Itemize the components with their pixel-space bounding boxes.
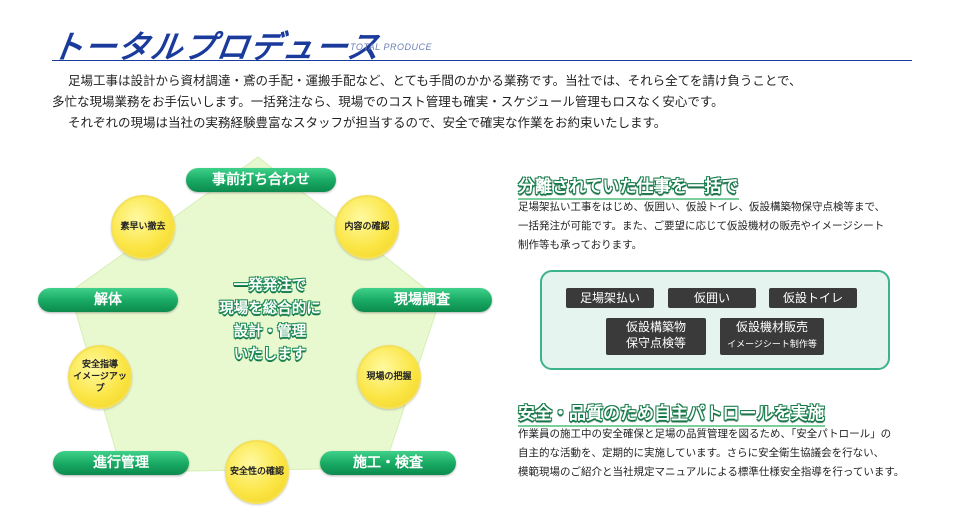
page-subtitle: TOTAL PRODUCE <box>350 42 433 52</box>
section1-heading: 分離されていた仕事を一括で <box>518 172 739 200</box>
circle-content-check: 内容の確認 <box>335 195 399 259</box>
circle-safety-check: 安全性の確認 <box>225 440 289 504</box>
circle-quick-removal: 素早い撤去 <box>111 195 175 259</box>
circle-safety-guidance: 安全指導イメージアップ <box>68 345 132 409</box>
tag-scaffold: 足場架払い <box>566 288 654 308</box>
tag-equipment-sales: 仮設機材販売イメージシート制作等 <box>720 318 824 355</box>
intro-line: 多忙な現場業務をお手伝いします。一括発注なら、現場でのコスト管理も確実・スケジュ… <box>52 94 724 109</box>
tag-structure-maintenance: 仮設構築物保守点検等 <box>606 318 706 355</box>
title-divider <box>52 60 912 61</box>
intro-line: 足場工事は設計から資材調達・鳶の手配・運搬手配など、とても手間のかかる業務です。… <box>68 73 802 88</box>
label-construction-inspection: 施工・検査 <box>320 451 456 475</box>
label-progress-management: 進行管理 <box>53 451 189 475</box>
service-box <box>540 270 890 370</box>
diagram-center-text: 一発発注で 現場を総合的に 設計・管理 いたします <box>219 278 321 363</box>
tag-toilet: 仮設トイレ <box>769 288 857 308</box>
tag-enclosure: 仮囲い <box>668 288 756 308</box>
intro-text: 足場工事は設計から資材調達・鳶の手配・運搬手配など、とても手間のかかる業務です。… <box>52 70 932 133</box>
section2-heading: 安全・品質のため自主パトロールを実施 <box>518 399 825 427</box>
section2-text: 作業員の施工中の安全確保と足場の品質管理を図るため、「安全パトロール」の 自主的… <box>518 428 905 478</box>
label-dismantle: 解体 <box>38 288 178 312</box>
label-site-survey: 現場調査 <box>352 288 492 312</box>
section1-text: 足場架払い工事をはじめ、仮囲い、仮設トイレ、仮設構築物保守点検等まで、 一括発注… <box>518 201 886 251</box>
label-pre-meeting: 事前打ち合わせ <box>186 168 336 192</box>
circle-site-grasp: 現場の把握 <box>357 345 421 409</box>
pentagon-background <box>69 156 441 473</box>
intro-line: それぞれの現場は当社の実務経験豊富なスタッフが担当するので、安全で確実な作業をお… <box>68 115 667 130</box>
